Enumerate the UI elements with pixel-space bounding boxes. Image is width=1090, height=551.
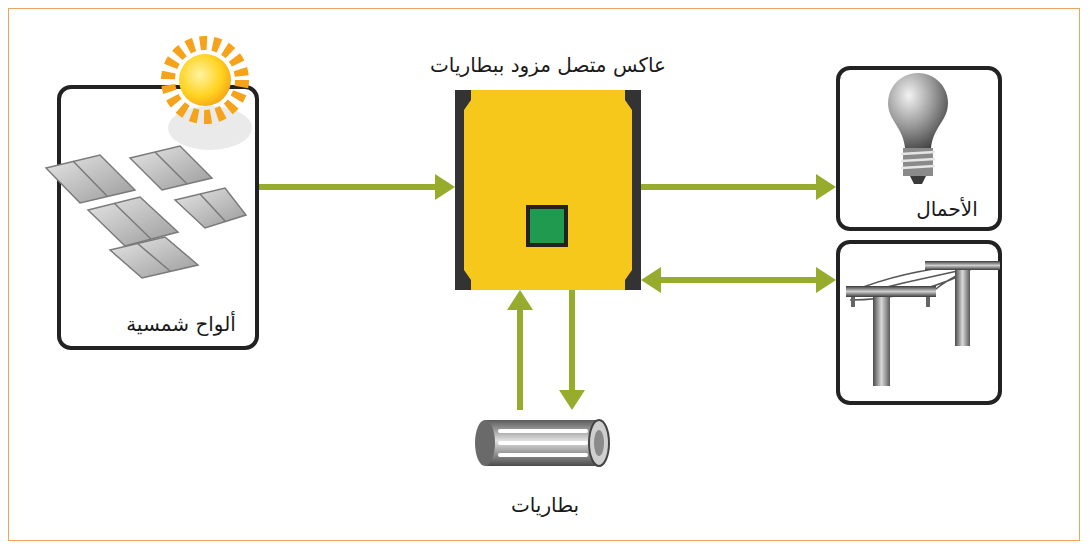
flow-arrow	[641, 267, 836, 293]
battery-stripe	[500, 431, 586, 455]
inverter-display	[528, 207, 566, 245]
battery-body	[485, 420, 599, 466]
solar-panels-box: ألواح شمسية	[57, 85, 259, 350]
arrow-head	[816, 174, 836, 200]
pole-crossbar	[925, 261, 1000, 270]
solar-panel	[88, 197, 178, 246]
battery-node: بطاريات	[470, 410, 620, 520]
inverter-detail	[455, 90, 641, 290]
sun-rays	[168, 43, 242, 117]
bulb-tip	[910, 176, 926, 184]
arrow-shaft	[517, 306, 523, 410]
pole-crossbar	[846, 286, 936, 297]
solar-panel	[46, 155, 135, 203]
battery-end	[589, 420, 609, 466]
arrow-shaft	[657, 277, 820, 283]
sun-disc	[179, 54, 231, 106]
node-label: الأحمال	[902, 196, 992, 222]
battery-terminal	[594, 430, 604, 456]
sun-shadow	[168, 106, 252, 150]
arrow-shaft	[259, 184, 439, 190]
flow-arrow	[641, 174, 836, 200]
battery-icon	[475, 420, 609, 466]
power-pylons-icon	[846, 261, 1000, 386]
arrow-shaft	[569, 290, 575, 394]
bulb-thread	[901, 152, 935, 168]
node-heading: عاكس متصل مزود ببطاريات	[410, 52, 686, 78]
arrow-shaft	[641, 184, 820, 190]
arrow-head	[641, 267, 661, 293]
flow-arrow	[259, 174, 455, 200]
pole	[873, 296, 890, 386]
solar-panel	[110, 237, 198, 278]
panel-grid-line	[73, 152, 225, 271]
node-label: ألواح شمسية	[101, 311, 261, 337]
inverter-side-bar	[625, 90, 641, 290]
battery-end	[475, 420, 495, 466]
inverter-side-bar	[455, 90, 471, 290]
bulb-base	[903, 148, 933, 176]
insulator	[926, 297, 930, 307]
solar-panel	[175, 188, 246, 228]
flow-arrow	[559, 290, 585, 410]
arrow-head	[816, 267, 836, 293]
pole	[955, 268, 970, 346]
light-bulb-icon	[888, 73, 948, 184]
grid-box	[836, 240, 1002, 405]
solar-panel-array	[46, 146, 246, 278]
loads-box: الأحمال	[836, 66, 1002, 231]
solar-panel	[130, 146, 212, 190]
arrow-head	[435, 174, 455, 200]
sun-icon	[168, 43, 252, 150]
flow-arrow	[507, 290, 533, 410]
bulb-glass	[888, 73, 948, 148]
arrow-head	[507, 290, 533, 310]
arrow-head	[559, 390, 585, 410]
insulator	[851, 297, 855, 307]
power-line	[850, 265, 998, 300]
node-label: بطاريات	[470, 492, 620, 518]
inverter-box: عاكس متصل مزود ببطاريات	[455, 90, 641, 290]
